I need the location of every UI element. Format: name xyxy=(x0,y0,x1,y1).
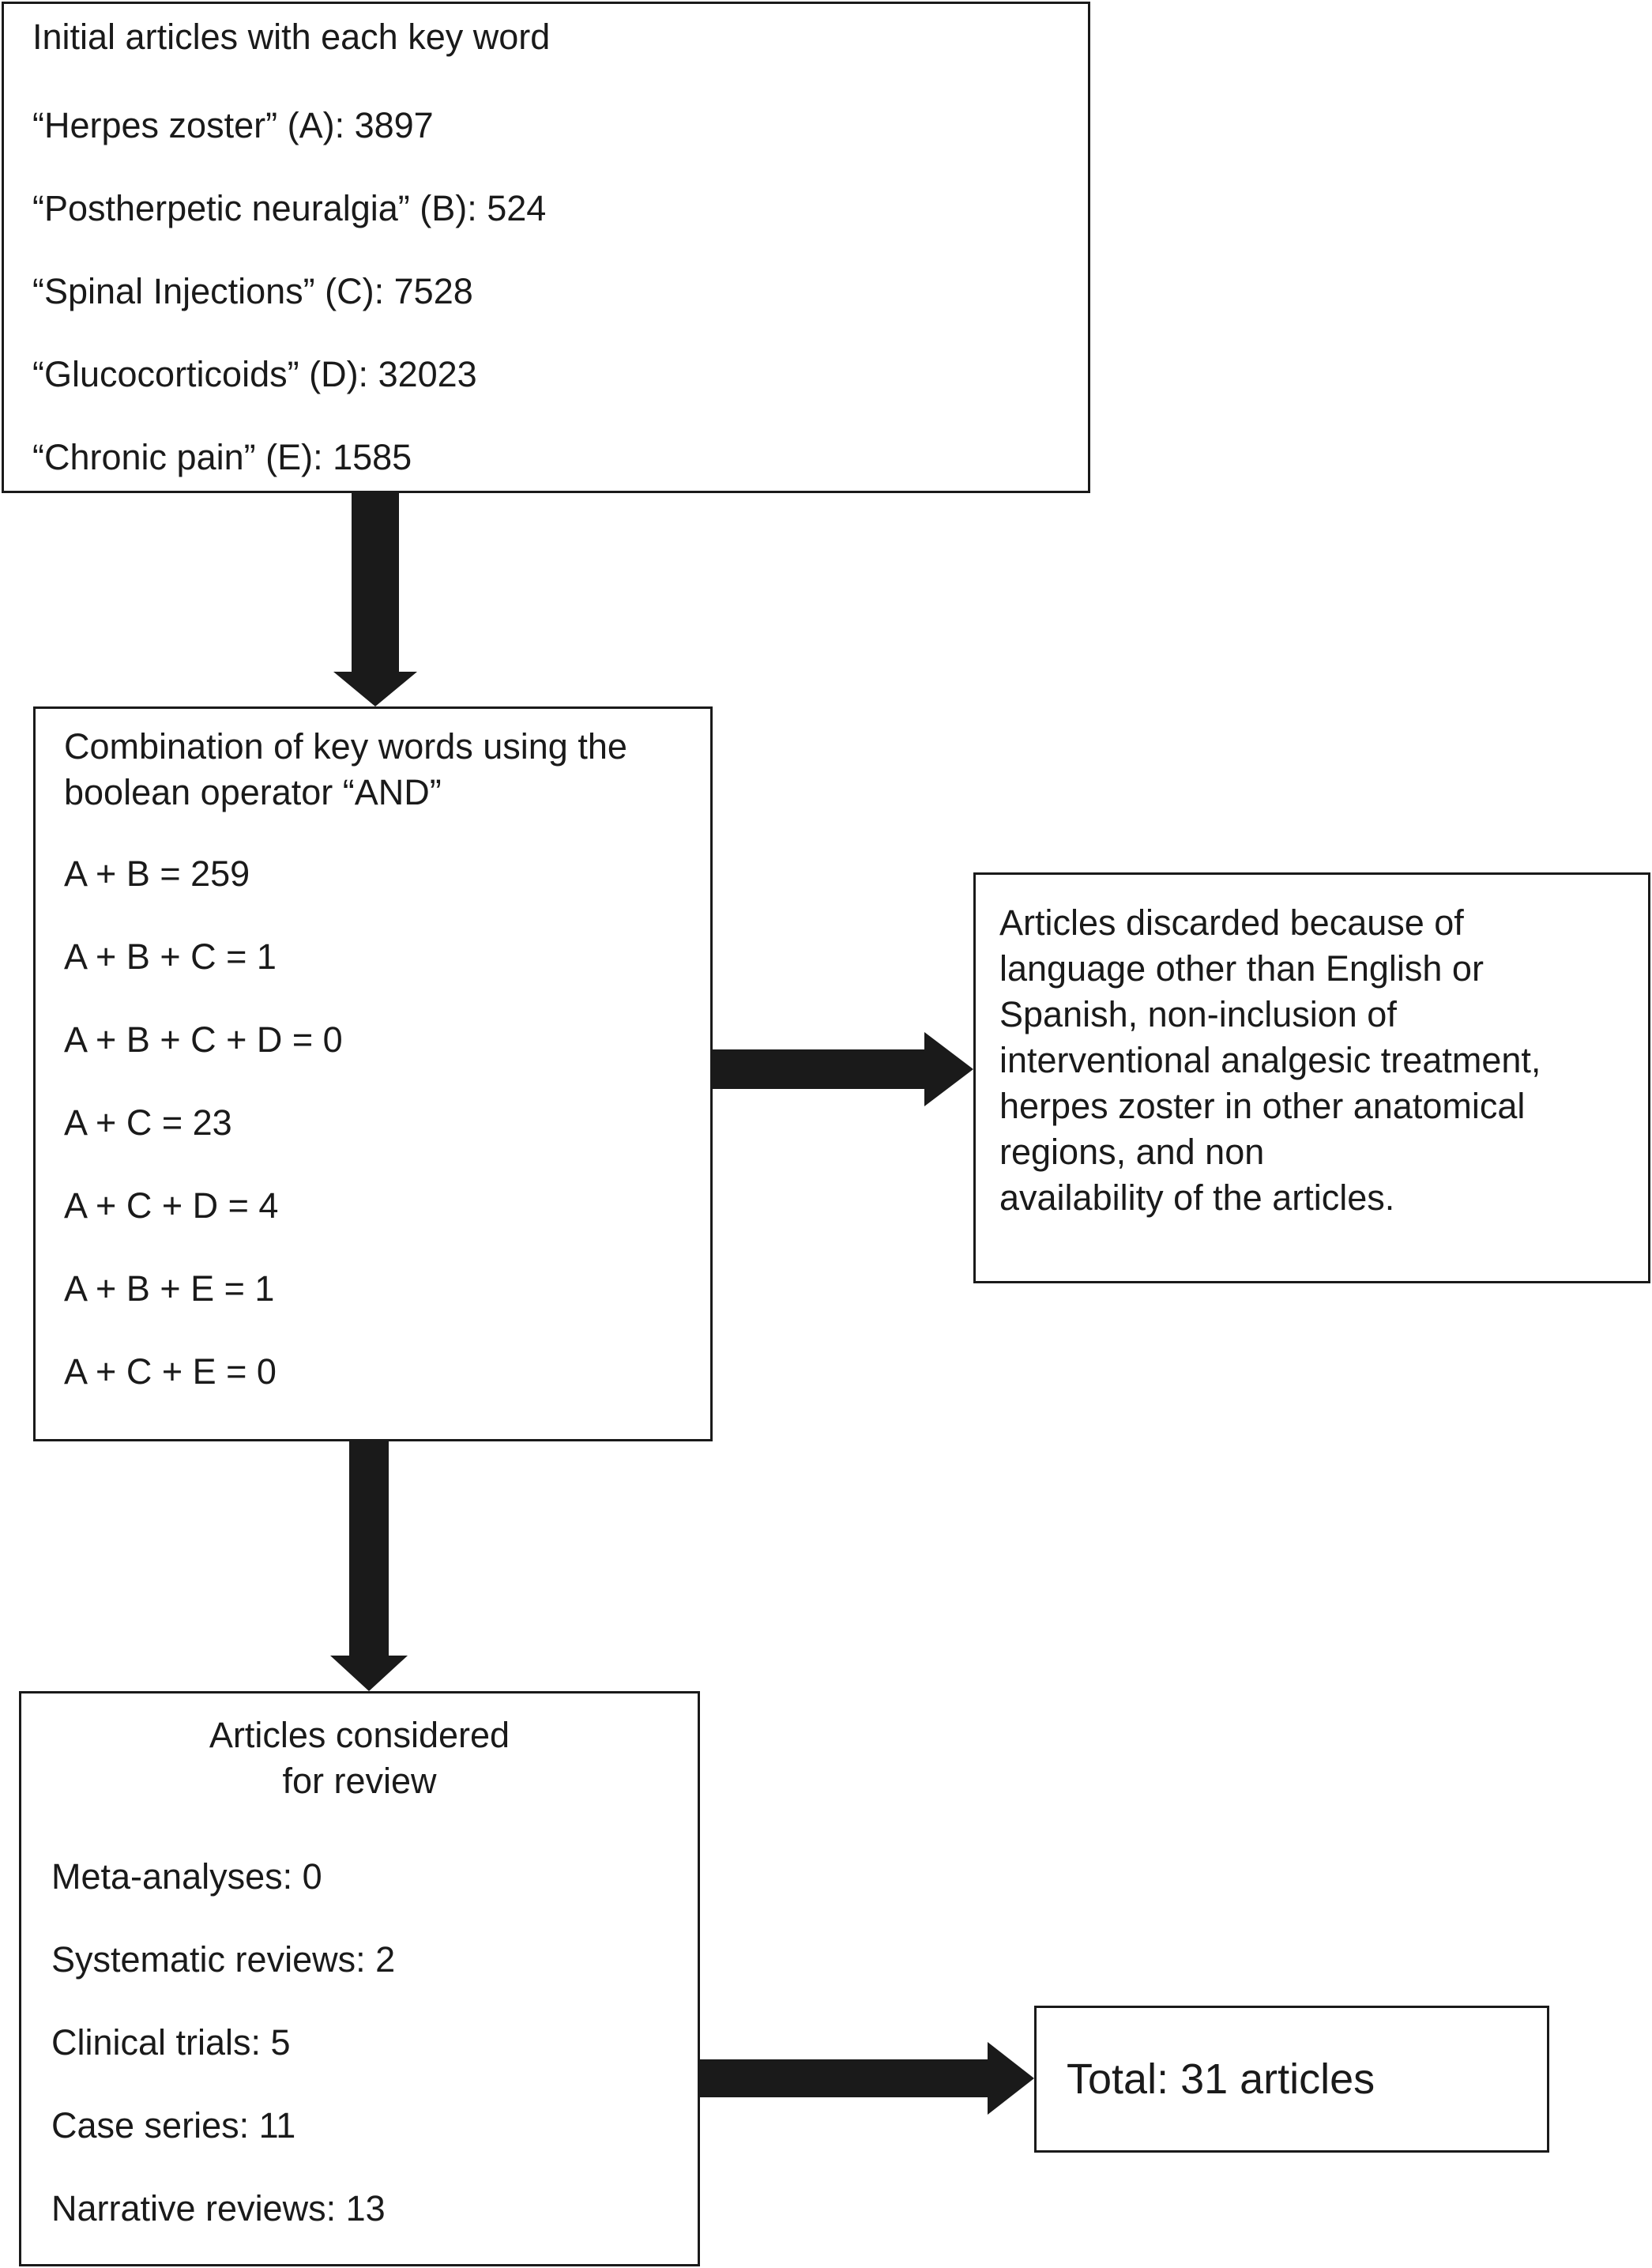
arrow-right-considered-to-total xyxy=(700,2042,1034,2115)
combination-item-a-b-c: A + B + C = 1 xyxy=(64,936,277,977)
keyword-count-glucocorticoids: “Glucocorticoids” (D): 32023 xyxy=(32,354,477,394)
considered-articles-title: Articles considered for review xyxy=(209,1715,510,1801)
keyword-count-spinal-injections: “Spinal Injections” (C): 7528 xyxy=(32,271,473,311)
combination-item-a-b: A + B = 259 xyxy=(64,853,250,894)
keyword-count-chronic-pain: “Chronic pain” (E): 1585 xyxy=(32,437,412,477)
combination-box: Combination of key words using the boole… xyxy=(33,706,713,1441)
combination-item-a-c-d: A + C + D = 4 xyxy=(64,1185,279,1226)
discarded-articles-box: Articles discarded because of language o… xyxy=(973,872,1650,1283)
combination-title-line2: boolean operator “AND” xyxy=(64,772,442,812)
arrow-down-initial-to-combination xyxy=(333,493,417,706)
total-articles-text: Total: 31 articles xyxy=(1067,2055,1375,2103)
considered-item-case-series: Case series: 11 xyxy=(51,2105,296,2146)
combination-item-a-c-e: A + C + E = 0 xyxy=(64,1351,277,1392)
combination-item-a-b-e: A + B + E = 1 xyxy=(64,1268,275,1309)
arrow-down-combination-to-considered xyxy=(330,1441,408,1691)
combination-item-a-c: A + C = 23 xyxy=(64,1102,232,1143)
considered-item-systematic-reviews: Systematic reviews: 2 xyxy=(51,1939,396,1980)
keyword-count-postherpetic-neuralgia: “Postherpetic neuralgia” (B): 524 xyxy=(32,188,547,228)
considered-item-clinical-trials: Clinical trials: 5 xyxy=(51,2022,291,2063)
initial-articles-title: Initial articles with each key word xyxy=(32,17,551,57)
keyword-count-herpes-zoster: “Herpes zoster” (A): 3897 xyxy=(32,105,434,145)
discarded-articles-text: Articles discarded because of language o… xyxy=(999,902,1541,1218)
combination-item-a-b-c-d: A + B + C + D = 0 xyxy=(64,1019,343,1060)
arrow-right-combination-to-discarded xyxy=(713,1032,973,1106)
considered-item-meta-analyses: Meta-analyses: 0 xyxy=(51,1856,322,1897)
considered-item-narrative-reviews: Narrative reviews: 13 xyxy=(51,2188,386,2228)
total-articles-box: Total: 31 articles xyxy=(1034,2006,1549,2153)
initial-articles-box: Initial articles with each key word “Her… xyxy=(2,2,1090,493)
combination-title-line1: Combination of key words using the xyxy=(64,726,627,767)
considered-articles-box: Articles considered for review Meta-anal… xyxy=(19,1691,700,2266)
